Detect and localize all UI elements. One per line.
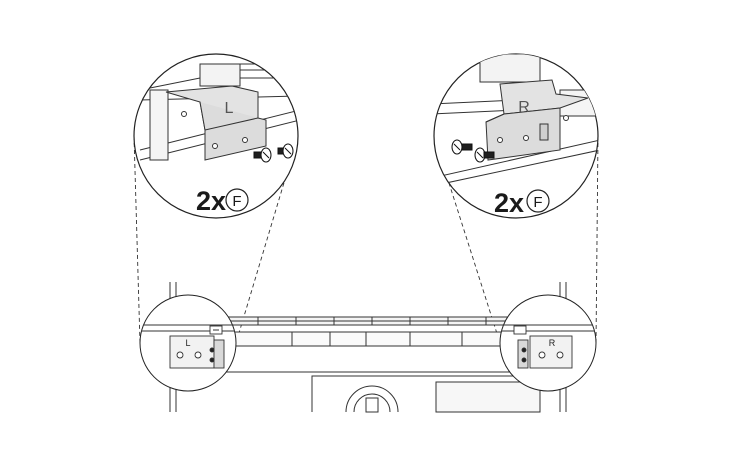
overview-right-letter: R [549,338,556,348]
appliance-overview [169,282,567,413]
screw-icon [451,139,495,163]
left-part-letter: F [232,193,241,210]
overview-left-magnifier: L [139,294,237,392]
screw-icon [253,143,294,163]
overview-left-letter: L [185,338,190,348]
right-part-letter: F [533,194,542,211]
right-detail-magnifier: R 2x F [433,53,599,219]
rail-teeth [257,317,487,325]
right-quantity-label: 2x [494,188,524,218]
overview-right-magnifier: R [499,294,597,392]
right-bracket-letter: R [518,99,530,116]
part-f-icon: F [526,189,550,213]
left-detail-magnifier: L 2x F [133,53,299,219]
part-f-icon: F [225,188,249,212]
left-bracket-letter: L [225,100,234,117]
left-quantity-label: 2x [196,186,226,216]
